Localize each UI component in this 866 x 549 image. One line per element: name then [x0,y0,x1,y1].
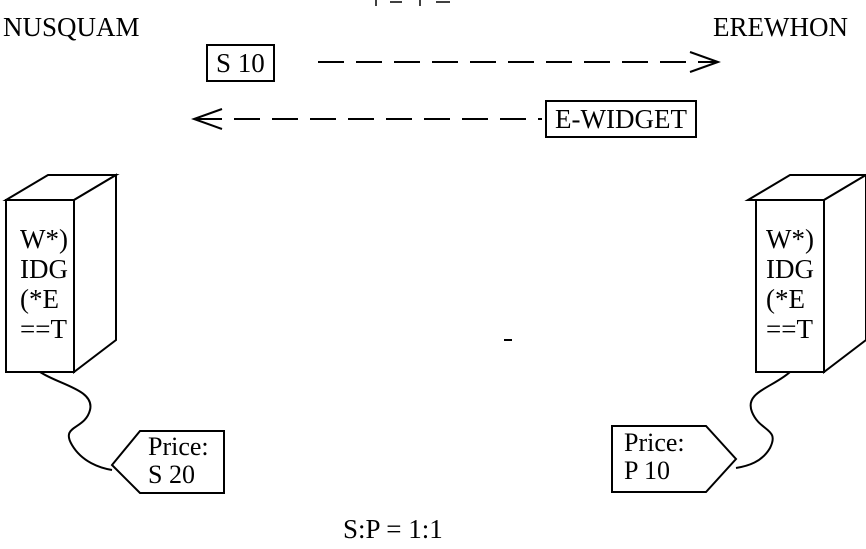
left-cable [40,372,112,470]
right-machine-label: W*) IDG (*E ==T [766,224,814,344]
left-price-value: S 20 [148,461,209,489]
right-price-label: Price: [624,429,685,457]
country-label-right: EREWHON [713,14,848,41]
payment-box: S 10 [206,44,275,82]
left-machine-line: W*) [20,224,68,254]
left-price-text: Price: S 20 [148,433,209,489]
cropped-text-fragment [376,0,450,6]
right-cable [736,372,790,468]
left-machine-line: IDG [20,254,68,284]
left-machine-line: ==T [20,314,68,344]
right-price-text: Price: P 10 [624,429,685,485]
right-machine-line: IDG [766,254,814,284]
left-machine-label: W*) IDG (*E ==T [20,224,68,344]
exchange-rate-label: S:P = 1:1 [343,516,443,543]
left-machine-line: (*E [20,284,68,314]
right-machine-line: W*) [766,224,814,254]
right-machine-line: ==T [766,314,814,344]
goods-box: E-WIDGET [545,100,697,138]
country-label-left: NUSQUAM [3,14,140,41]
right-machine-line: (*E [766,284,814,314]
left-price-label: Price: [148,433,209,461]
right-price-value: P 10 [624,457,685,485]
